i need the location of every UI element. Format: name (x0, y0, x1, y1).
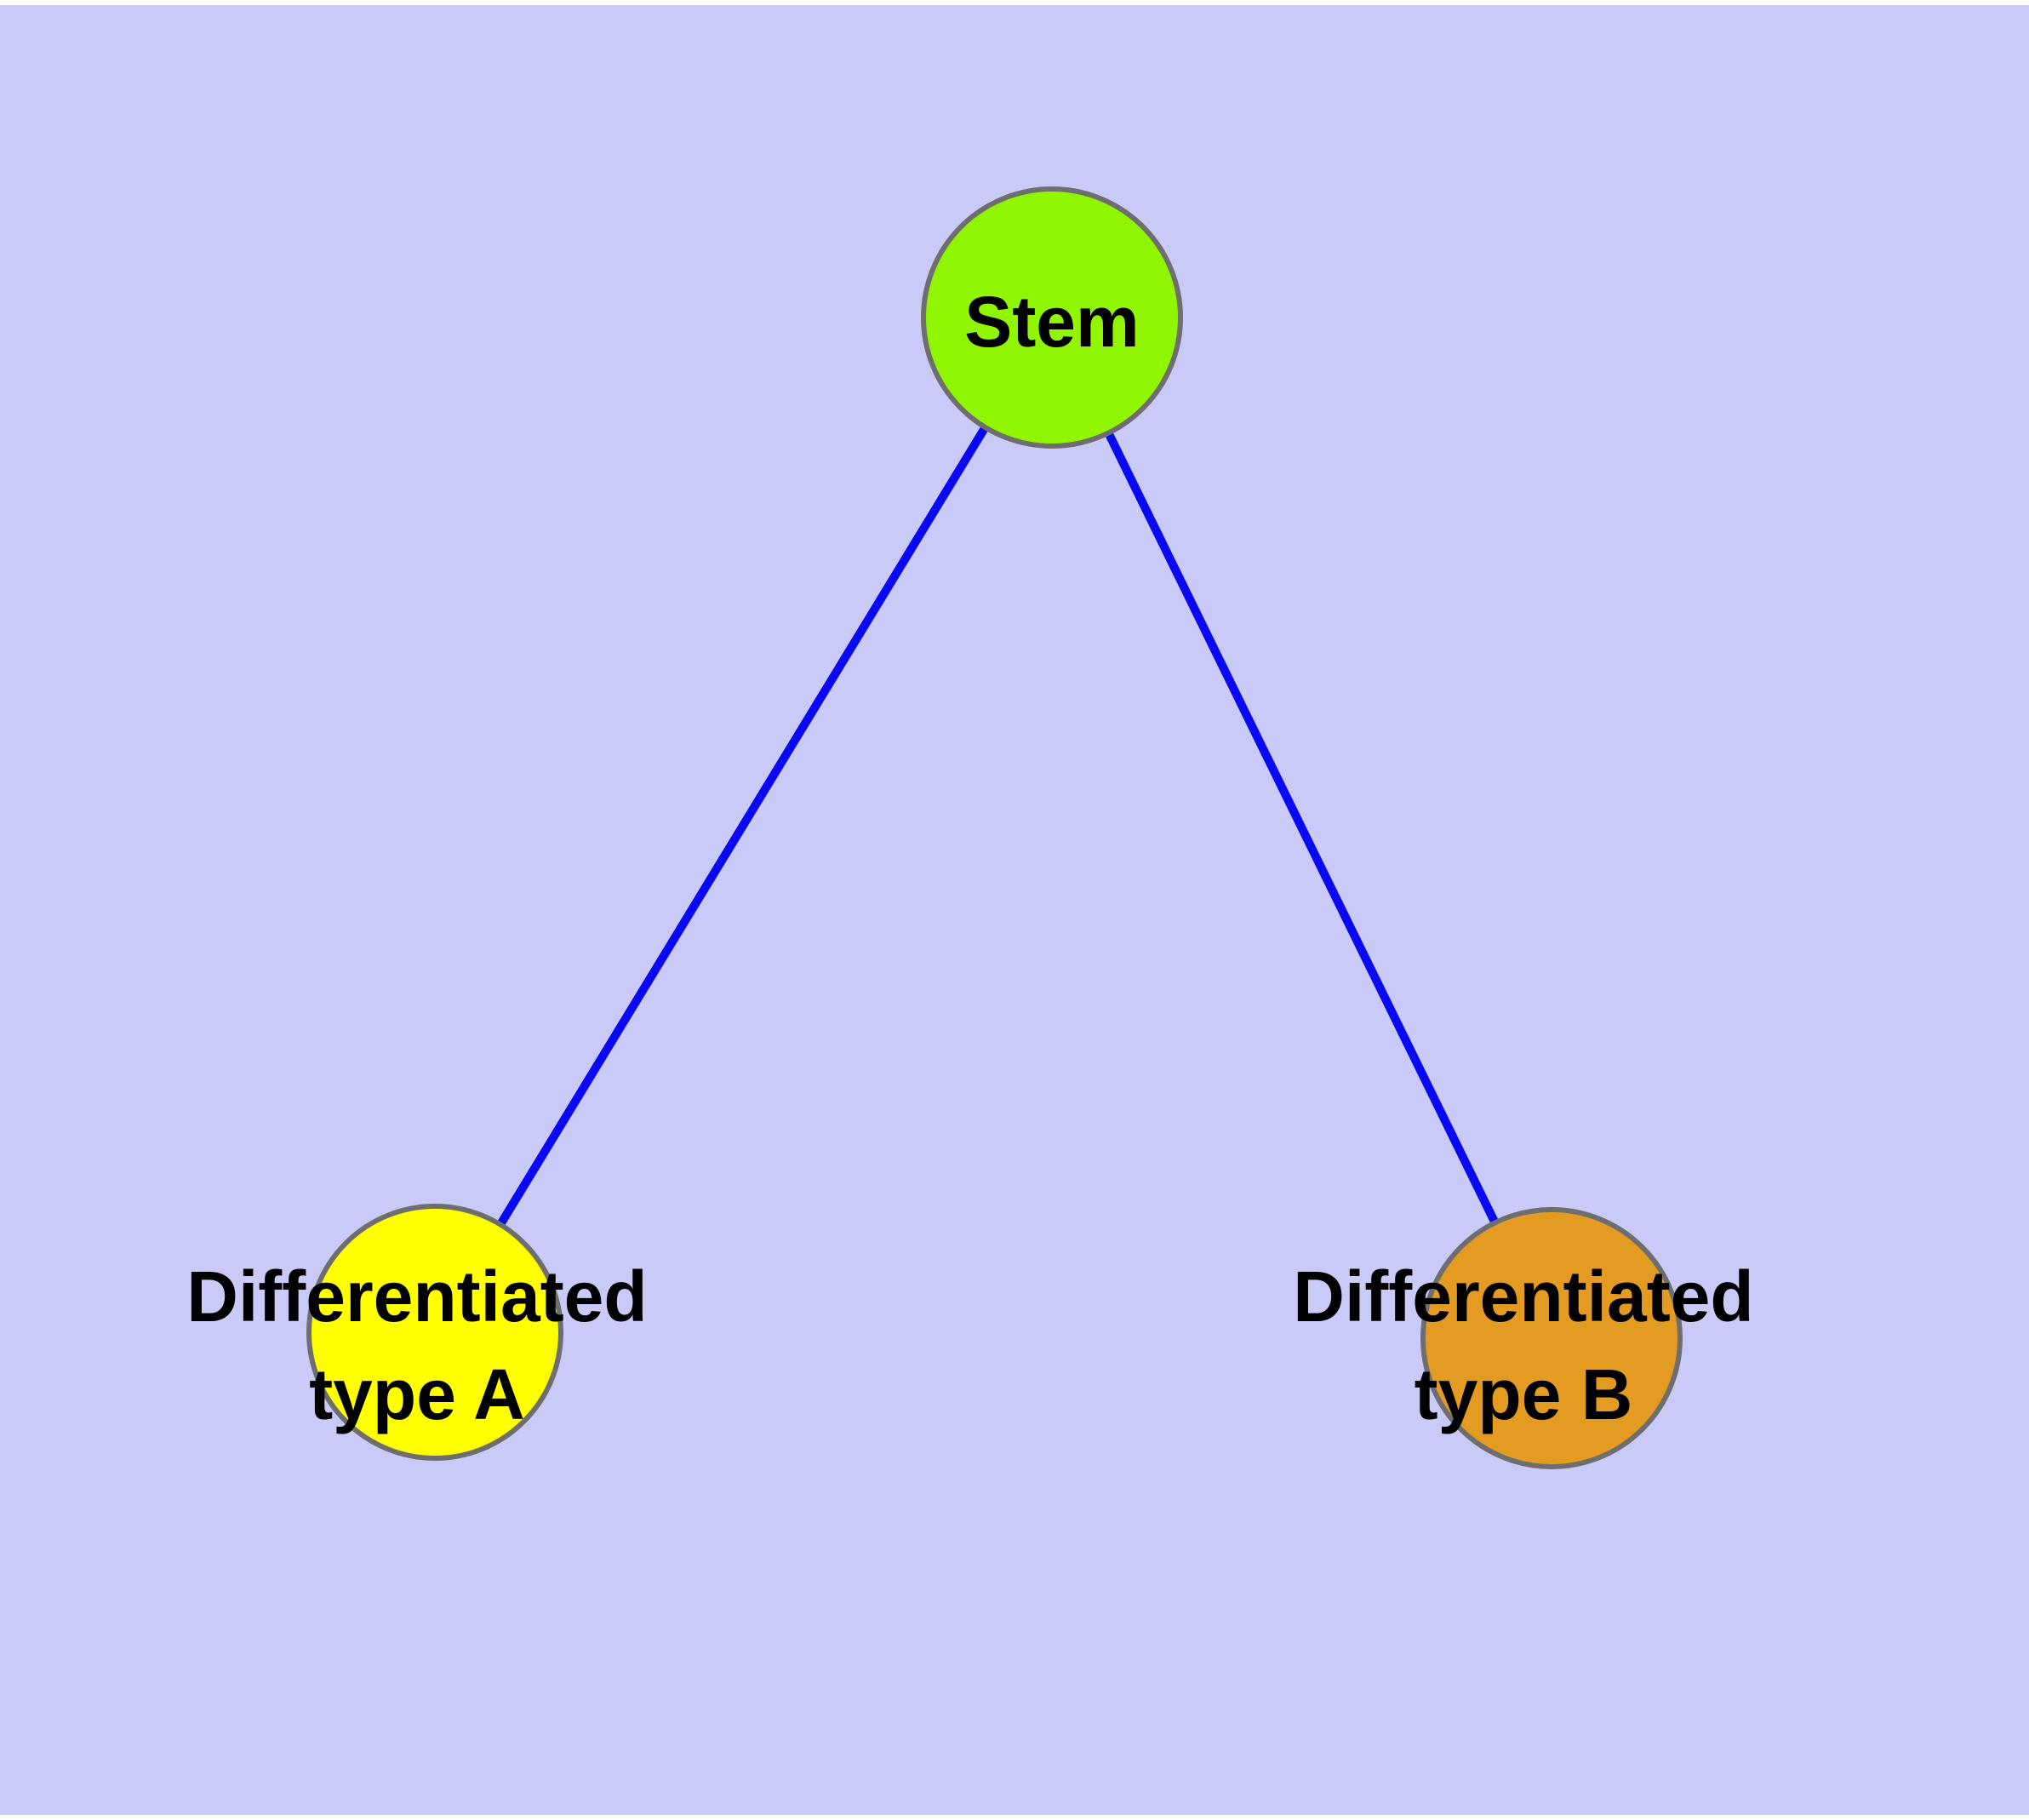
node-differentiated-type-a-circle (306, 1204, 563, 1461)
node-label-line: type B (1415, 1354, 1633, 1434)
node-label-line: type A (309, 1354, 525, 1434)
edge-stem-to-differentiated-type-a (431, 315, 1056, 1335)
edges-layer (431, 315, 1556, 1341)
node-label-differentiated-type-b: Differentiated type B (1293, 1256, 1753, 1434)
node-stem-circle (921, 186, 1183, 449)
node-label-stem: Stem (964, 282, 1139, 362)
node-label-differentiated-type-a: Differentiated type A (186, 1256, 647, 1434)
node-label-line: Differentiated (1293, 1256, 1753, 1336)
node-label-line: Stem (964, 282, 1139, 362)
node-differentiated-type-b-circle (1420, 1207, 1683, 1469)
nodes-layer (306, 186, 1683, 1469)
edge-stem-to-differentiated-type-b (1048, 315, 1556, 1341)
node-label-line: Differentiated (186, 1256, 647, 1336)
